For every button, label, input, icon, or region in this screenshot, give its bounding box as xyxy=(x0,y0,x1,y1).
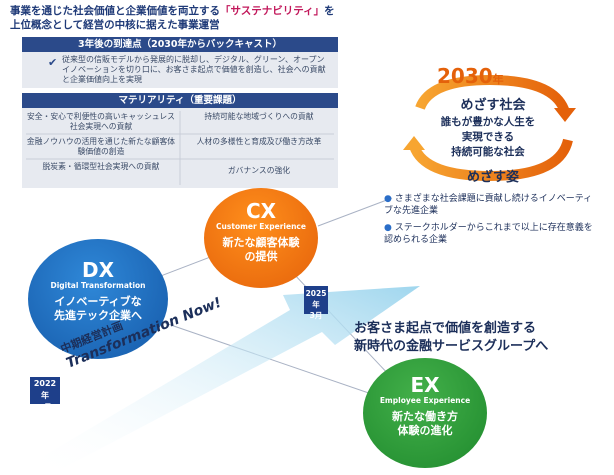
materiality-item: 持続可能な地域づくりへの貢献 xyxy=(204,112,314,121)
society-title: めざす社会 xyxy=(460,98,526,113)
vision-bullet: ● ステークホルダーからこれまで以上に存在意義を認められる企業 xyxy=(384,222,599,246)
ex-abbr: EX xyxy=(410,373,440,397)
cycle-arrows xyxy=(403,74,576,182)
headline-line2: 上位概念として経営の中核に据えた事業運営 xyxy=(10,19,220,31)
slogan: お客さま起点で価値を創造する 新時代の金融サービスグループへ xyxy=(354,320,604,356)
vision-bullet-text: ステークホルダーからこれまで以上に存在意義を認められる企業 xyxy=(384,223,593,245)
slogan-line2: 新時代の金融サービスグループへ xyxy=(354,339,549,354)
materiality-box: 安全・安心で利便性の高いキャッシュレス社会実現への貢献 持続可能な地域づくりへの… xyxy=(22,108,338,188)
cx-english: Customer Experience xyxy=(216,222,306,231)
dx-text-2: 先進テック企業へ xyxy=(54,309,142,322)
headline-line1-a: 事業を通じた社会価値と企業価値を両立する xyxy=(10,5,220,17)
vision-year-unit: 年 xyxy=(492,73,504,86)
goal-text: 従来型の信販モデルから発展的に脱却し、デジタル、グリーン、オープンイノベーション… xyxy=(62,55,326,84)
society-text-1: 誰もが豊かな人生を xyxy=(440,116,536,128)
cx-text-1: 新たな顧客体験 xyxy=(222,236,300,249)
slogan-line1: お客さま起点で価値を創造する xyxy=(354,321,537,336)
start-year: 2022年 xyxy=(33,379,57,400)
cx-text-2: の提供 xyxy=(244,250,278,263)
vision-bullet-text: さまざまな社会課題に貢献し続けるイノベーティブな先進企業 xyxy=(384,194,593,216)
ex-english: Employee Experience xyxy=(379,396,471,405)
end-month: 3月 xyxy=(309,311,323,320)
headline-line1-emphasis: 「サステナビリティ」 xyxy=(220,5,325,17)
materiality-item: 金融ノウハウの活用を通じた新たな顧客体験価値の創造 xyxy=(26,137,176,156)
end-year: 2025年 xyxy=(305,289,327,309)
check-icon: ✔ xyxy=(48,56,58,69)
society-description: 誰もが豊かな人生を 実現できる 持続可能な社会 xyxy=(423,115,553,160)
materiality-header: マテリアリティ（重要課題） xyxy=(22,93,338,108)
ex-text-1: 新たな働き方 xyxy=(392,410,458,423)
cx-circle: CX Customer Experience 新たな顧客体験 の提供 xyxy=(204,188,318,288)
vision-year: 2030年 xyxy=(437,64,504,88)
goal-box xyxy=(22,52,338,88)
ex-text-2: 体験の進化 xyxy=(397,424,453,437)
society-text-2: 実現できる xyxy=(461,131,515,143)
start-month: 4月 xyxy=(38,403,52,412)
materiality-item: 脱炭素・循環型社会実現への貢献 xyxy=(42,162,160,171)
end-date-badge: 2025年 3月 xyxy=(304,286,328,320)
society-text-3: 持続可能な社会 xyxy=(451,146,525,158)
vision-bullet: ● さまざまな社会課題に貢献し続けるイノベーティブな先進企業 xyxy=(384,193,599,217)
vision-year-number: 2030 xyxy=(437,64,493,88)
materiality-item: 人材の多様性と育成及び働き方改革 xyxy=(196,137,322,146)
materiality-item: ガバナンスの強化 xyxy=(227,166,291,175)
dx-circle: DX Digital Transformation イノベーティブな 先進テック… xyxy=(28,239,168,359)
dx-abbr: DX xyxy=(81,258,115,282)
headline: 事業を通じた社会価値と企業価値を両立する「サステナビリティ」を 上位概念として経… xyxy=(10,4,380,32)
start-date-badge: 2022年 4月 xyxy=(30,377,60,412)
materiality-dividers xyxy=(26,111,334,185)
materiality-item: 安全・安心で利便性の高いキャッシュレス社会実現への貢献 xyxy=(27,112,175,131)
dx-english: Digital Transformation xyxy=(50,281,146,290)
headline-line1-b: を xyxy=(324,5,335,17)
goal-header: 3年後の到達点（2030年からバックキャスト） xyxy=(22,37,338,52)
transformation-arrow xyxy=(20,286,420,470)
bullet-dot-icon: ● xyxy=(384,223,395,233)
figure-title: めざす姿 xyxy=(466,170,519,185)
bullet-dot-icon: ● xyxy=(384,194,395,204)
dx-text-1: イノベーティブな xyxy=(54,295,142,308)
ex-circle: EX Employee Experience 新たな働き方 体験の進化 xyxy=(363,358,487,468)
cx-abbr: CX xyxy=(245,199,277,223)
